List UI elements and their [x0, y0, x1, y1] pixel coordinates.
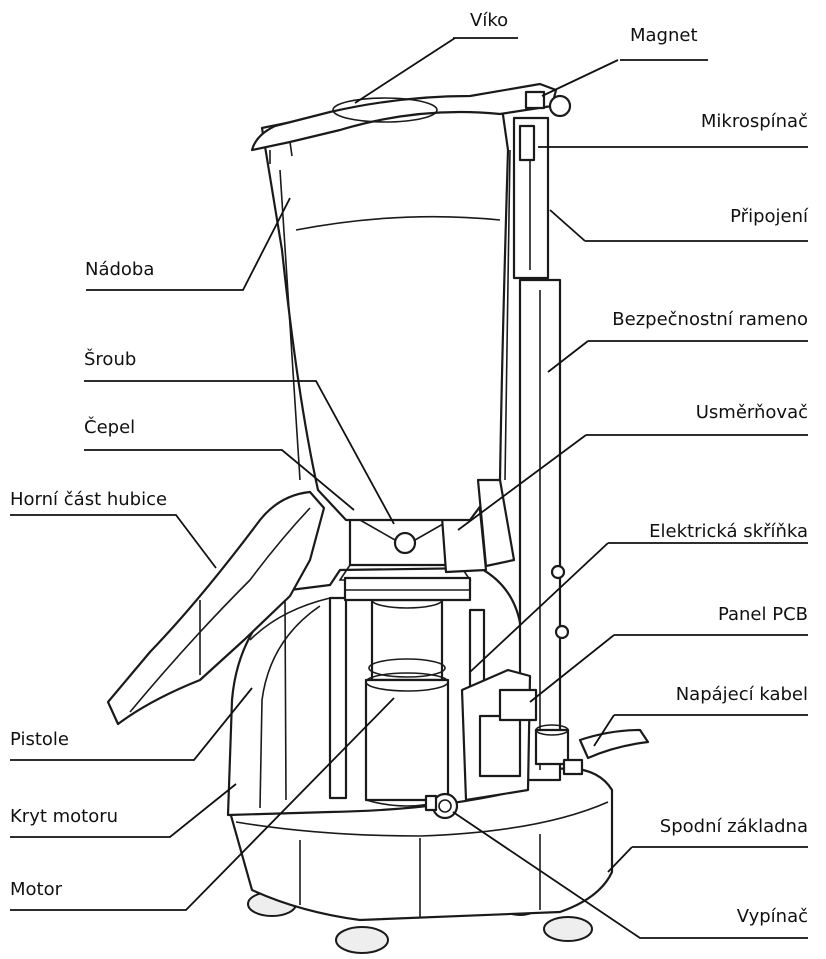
label-spodni-zakladna: Spodní základna	[660, 816, 808, 837]
blender-illustration	[106, 82, 650, 954]
safety-arm	[512, 116, 570, 782]
label-vypinac: Vypínač	[737, 906, 808, 927]
label-panel-pcb: Panel PCB	[718, 604, 808, 625]
label-nadoba: Nádoba	[85, 259, 154, 280]
label-kryt-motoru: Kryt motoru	[10, 806, 118, 827]
label-motor: Motor	[10, 879, 63, 900]
label-sroub: Šroub	[84, 348, 136, 370]
motor	[364, 591, 450, 807]
leader-lines	[10, 37, 808, 939]
label-usmernovac: Usměrňovač	[696, 402, 808, 423]
power-cable	[578, 728, 650, 760]
label-pripojeni: Připojení	[730, 206, 809, 227]
electric-box	[460, 668, 584, 802]
label-bezpecnostni-rameno: Bezpečnostní rameno	[612, 309, 808, 330]
label-cepel: Čepel	[84, 416, 135, 438]
lid	[250, 82, 558, 164]
labels: Víko Magnet Mikrospínač Připojení Nádoba…	[10, 10, 809, 927]
label-napajeci-kabel: Napájecí kabel	[676, 684, 808, 705]
label-horni-cast-hubice: Horní část hubice	[10, 489, 167, 510]
label-viko: Víko	[470, 10, 508, 31]
switch	[424, 792, 459, 820]
label-elektricka-skrinka: Elektrická skříňka	[649, 521, 808, 542]
label-pistole: Pistole	[10, 729, 69, 750]
label-magnet: Magnet	[630, 25, 698, 46]
container	[260, 104, 516, 568]
spout	[106, 490, 331, 726]
label-mikrospinac: Mikrospínač	[701, 111, 808, 132]
magnet	[524, 90, 572, 118]
